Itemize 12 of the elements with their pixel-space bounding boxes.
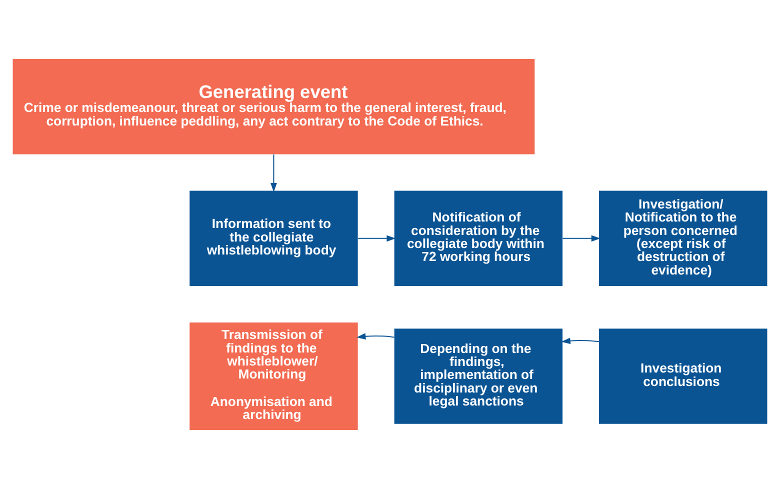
node-box: Depending on the findings, implementation of disciplinary or even legal sanctions: [394, 328, 563, 424]
node-box: Transmission of findings to the whistleblower/ Monitoring Anonymisation and archiving: [190, 322, 358, 430]
arrow: [270, 154, 277, 192]
node-box: Generating event Crime or misdemeanour, threat or serious harm to the general interest, fraud, corruption, influence peddling, any act contrary to the Code of Ethics.: [12, 58, 535, 154]
node-box: Information sent to the collegiate whistleblowing body: [190, 190, 358, 286]
node-box: Notification of consideration by the collegiate body within 72 working hours: [394, 190, 563, 286]
arrow: [358, 234, 396, 242]
node-box: Investigation conclusions: [599, 328, 768, 424]
node-box: Investigation/ Notification to the person concerned (except risk of destruction of evidence): [599, 190, 768, 286]
arrow: [561, 337, 600, 344]
arrow: [562, 234, 600, 242]
arrow: [356, 332, 394, 340]
